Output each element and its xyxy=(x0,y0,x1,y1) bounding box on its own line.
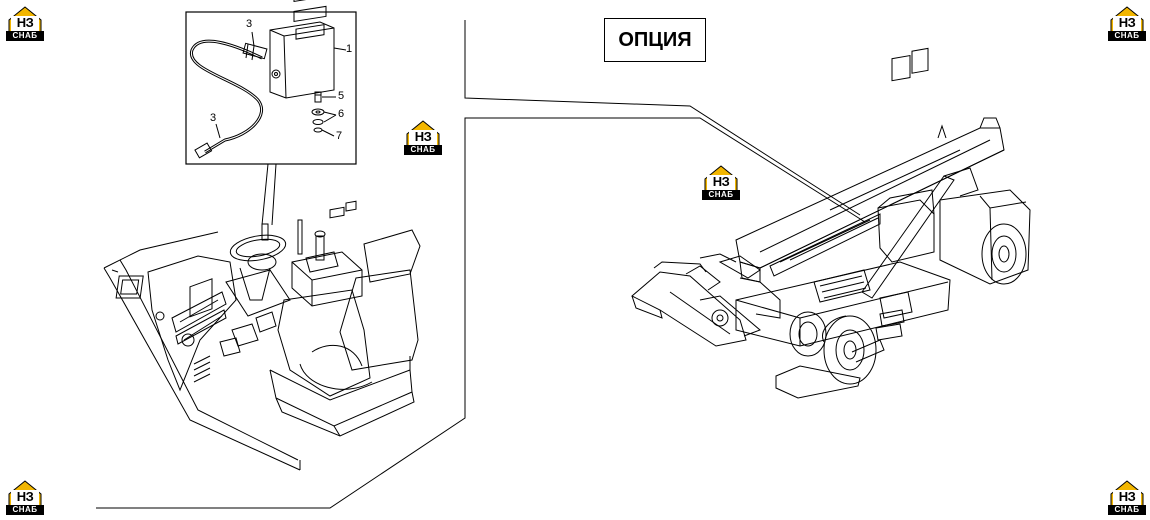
leader-lower xyxy=(96,117,866,509)
lift-cylinder xyxy=(861,175,955,299)
chassis xyxy=(735,261,951,347)
connector-bottom xyxy=(194,142,213,159)
option-label: ОПЦИЯ xyxy=(618,28,692,51)
display-unit-1 xyxy=(269,21,335,99)
joystick xyxy=(315,235,325,261)
cab xyxy=(877,199,935,263)
cabin-interior xyxy=(103,200,421,471)
callout-1: 1 xyxy=(346,43,353,55)
cable-3 xyxy=(190,39,264,154)
reach-stacker xyxy=(631,47,1031,399)
leader-upper xyxy=(464,20,861,216)
seat-headrest xyxy=(363,229,421,283)
nut-7 xyxy=(313,127,323,133)
brand-logo-top-left: НЗ СНАБ xyxy=(6,4,44,42)
seat-cushion xyxy=(277,289,371,397)
callout-5: 5 xyxy=(338,90,345,102)
callout-3-top: 3 xyxy=(246,18,253,30)
rear-wheel xyxy=(981,223,1027,285)
connector-top xyxy=(242,42,268,60)
steering-wheel xyxy=(229,234,287,262)
brand-logo-bottom-left: НЗ СНАБ xyxy=(6,478,44,516)
front-wheel xyxy=(823,315,877,385)
option-label-box: ОПЦИЯ xyxy=(604,18,706,62)
spreader xyxy=(631,271,747,347)
callout-7: 7 xyxy=(336,130,343,142)
detail-inset-frame xyxy=(185,11,357,165)
seat-back xyxy=(339,269,419,371)
screw-5 xyxy=(314,91,322,103)
brand-logo-bottom-right: НЗ СНАБ xyxy=(1108,478,1146,516)
callout-6: 6 xyxy=(338,108,345,120)
brand-logo-center-left: НЗ СНАБ xyxy=(404,118,442,156)
brand-logo-top-right: НЗ СНАБ xyxy=(1108,4,1146,42)
callout-3-bottom: 3 xyxy=(210,112,217,124)
washer-6 xyxy=(311,108,325,116)
brand-logo-center: НЗ СНАБ xyxy=(702,163,740,201)
